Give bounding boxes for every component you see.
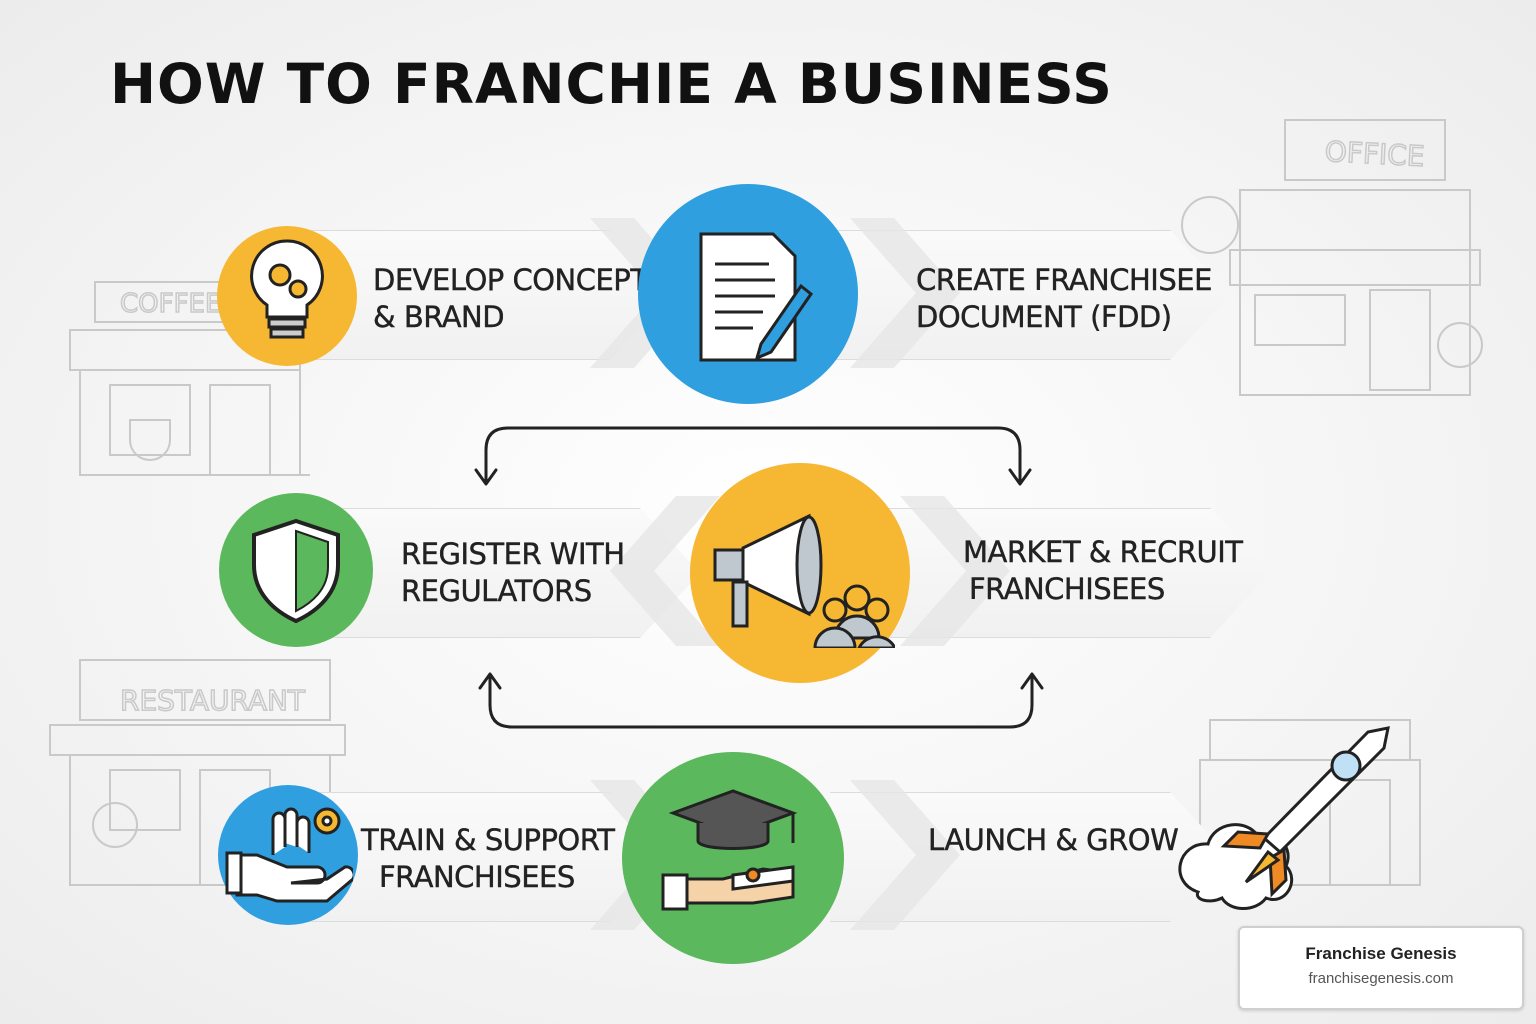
brand-url[interactable]: franchisegenesis.com bbox=[1308, 970, 1454, 987]
arrow-up-icon bbox=[1020, 672, 1044, 690]
connector-bottom bbox=[488, 673, 1034, 729]
shield-icon bbox=[252, 518, 340, 624]
rocket-icon bbox=[1178, 726, 1390, 910]
step-4-label-line-2: FRANCHISEES bbox=[969, 572, 1166, 606]
step-4-icon-circle bbox=[690, 463, 910, 683]
step-2-label-line-1: CREATE FRANCHISEE bbox=[916, 263, 1213, 297]
arrow-up-icon bbox=[478, 672, 502, 690]
training-icon-circle bbox=[622, 752, 844, 964]
step-4-label-line-1: MARKET & RECRUIT bbox=[963, 535, 1243, 569]
step-3-label: REGISTER WITH REGULATORS bbox=[401, 536, 625, 610]
office-building-sketch bbox=[1181, 119, 1483, 396]
brand-name: Franchise Genesis bbox=[1305, 944, 1457, 963]
lightbulb-gears-icon bbox=[250, 239, 324, 339]
step-6-label: LAUNCH & GROW bbox=[928, 822, 1179, 859]
hands-gear-icon bbox=[225, 807, 353, 903]
restaurant-sign-text: RESTAURANT bbox=[120, 684, 306, 717]
megaphone-people-icon bbox=[713, 513, 895, 648]
step-1-label-line-1: DEVELOP CONCEPT bbox=[373, 263, 648, 297]
restaurant-sketch bbox=[49, 659, 346, 886]
step-3-label-line-1: REGISTER WITH bbox=[401, 537, 625, 571]
step-1-icon-circle bbox=[217, 226, 357, 366]
step-5-label: TRAIN & SUPPORT FRANCHISEES bbox=[361, 822, 615, 896]
step-3-label-line-2: REGULATORS bbox=[401, 574, 593, 608]
step-1-label: DEVELOP CONCEPT & BRAND bbox=[373, 262, 648, 336]
step-4-label: MARKET & RECRUIT FRANCHISEES bbox=[963, 534, 1243, 608]
step-2-label: CREATE FRANCHISEE DOCUMENT (FDD) bbox=[916, 262, 1213, 336]
graduation-handshake-icon bbox=[661, 789, 798, 911]
coffee-sign-text: COFFEE bbox=[120, 289, 221, 319]
step-5-label-line-2: FRANCHISEES bbox=[379, 860, 576, 894]
step-5-icon-circle bbox=[218, 785, 358, 925]
step-6-label-line-1: LAUNCH & GROW bbox=[928, 823, 1179, 857]
arrow-down-icon bbox=[1008, 468, 1032, 486]
page-title: HOW TO FRANCHIE A BUSINESS bbox=[110, 52, 1113, 116]
arrow-down-icon bbox=[474, 468, 498, 486]
step-2-label-line-2: DOCUMENT (FDD) bbox=[916, 300, 1172, 334]
step-3-icon-circle bbox=[219, 493, 373, 647]
connector-top bbox=[484, 426, 1022, 484]
brand-badge: Franchise Genesis franchisegenesis.com bbox=[1238, 926, 1524, 1010]
step-5-label-line-1: TRAIN & SUPPORT bbox=[361, 823, 615, 857]
step-1-label-line-2: & BRAND bbox=[373, 300, 505, 334]
document-pen-icon bbox=[699, 232, 814, 362]
step-2-icon-circle bbox=[638, 184, 858, 404]
office-sign-text: OFFICE bbox=[1324, 135, 1425, 173]
coffee-shop-sketch bbox=[69, 281, 310, 476]
